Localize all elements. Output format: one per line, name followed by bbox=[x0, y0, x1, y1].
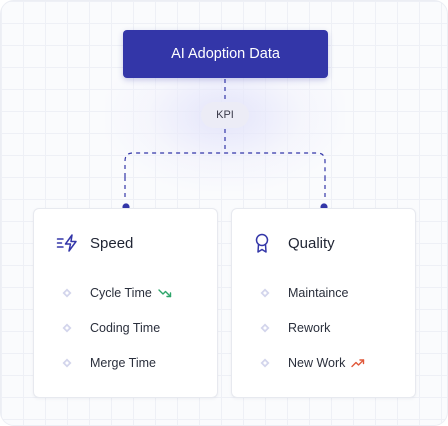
item-label: Maintaince bbox=[288, 286, 349, 300]
speed-card-header: Speed bbox=[56, 233, 133, 253]
item-label: Coding Time bbox=[90, 321, 161, 335]
quality-card-title: Quality bbox=[288, 234, 335, 252]
speed-lightning-icon bbox=[56, 233, 78, 253]
bullet-icon bbox=[260, 288, 270, 298]
bullet-icon bbox=[62, 358, 72, 368]
list-item-cycle-time: Cycle Time bbox=[62, 285, 172, 301]
list-item-rework: Rework bbox=[260, 320, 330, 336]
item-label: Cycle Time bbox=[90, 286, 152, 300]
speed-card: Speed Cycle Time Coding Time bbox=[33, 208, 218, 398]
list-item-coding-time: Coding Time bbox=[62, 320, 160, 336]
root-node-label: AI Adoption Data bbox=[171, 46, 280, 62]
branch-line bbox=[124, 152, 326, 177]
list-item-new-work: New Work bbox=[260, 355, 365, 371]
bullet-icon bbox=[260, 358, 270, 368]
trend-up-icon bbox=[351, 358, 365, 368]
bullet-icon bbox=[260, 323, 270, 333]
item-label: New Work bbox=[288, 356, 346, 370]
bullet-icon bbox=[62, 288, 72, 298]
list-item-merge-time: Merge Time bbox=[62, 355, 156, 371]
root-node: AI Adoption Data bbox=[123, 30, 328, 78]
trend-down-icon bbox=[158, 288, 172, 298]
award-ribbon-icon bbox=[254, 233, 276, 253]
list-item-maintaince: Maintaince bbox=[260, 285, 348, 301]
quality-card-header: Quality bbox=[254, 233, 335, 253]
item-label: Merge Time bbox=[90, 356, 156, 370]
kpi-label: KPI bbox=[216, 109, 234, 121]
bullet-icon bbox=[62, 323, 72, 333]
quality-card: Quality Maintaince Rework New Work bbox=[231, 208, 416, 398]
item-label: Rework bbox=[288, 321, 331, 335]
speed-card-title: Speed bbox=[90, 234, 134, 252]
kpi-label-pill: KPI bbox=[201, 102, 249, 128]
